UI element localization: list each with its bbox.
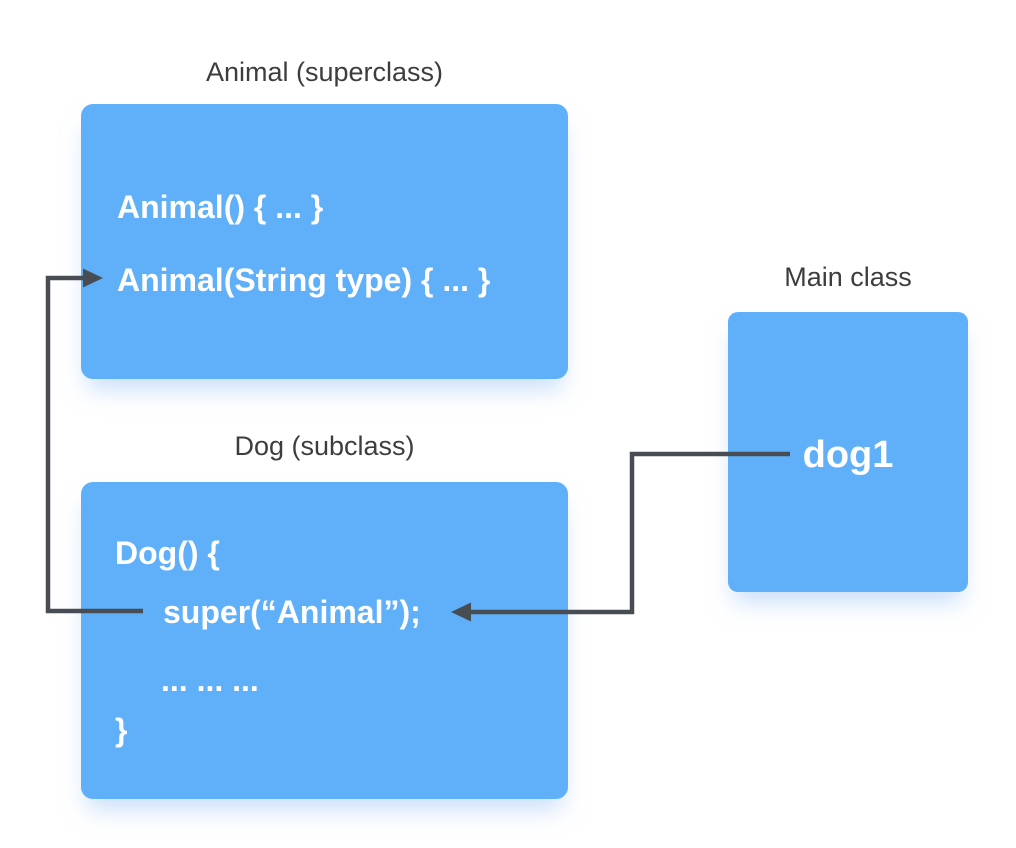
dog1-variable-label: dog1 [802, 434, 894, 476]
animal-default-constructor-line: Animal() { ... } [117, 189, 324, 225]
dog-constructor-close-line: } [115, 712, 128, 748]
animal-string-constructor-line: Animal(String type) { ... } [117, 262, 491, 298]
dog-constructor-open-line: Dog() { [115, 535, 220, 571]
main-class-box: dog1 [728, 312, 968, 592]
dog-subclass-title: Dog (subclass) [234, 431, 415, 461]
dog-subclass-box: Dog() { super(“Animal”); ... ... ... } [81, 482, 568, 799]
animal-superclass-title: Animal (superclass) [205, 57, 444, 87]
super-call-line: super(“Animal”); [163, 594, 421, 630]
main-class-title: Main class [784, 262, 912, 292]
animal-superclass-box: Animal() { ... } Animal(String type) { .… [81, 104, 568, 379]
dog-body-ellipsis-line: ... ... ... [161, 662, 259, 698]
